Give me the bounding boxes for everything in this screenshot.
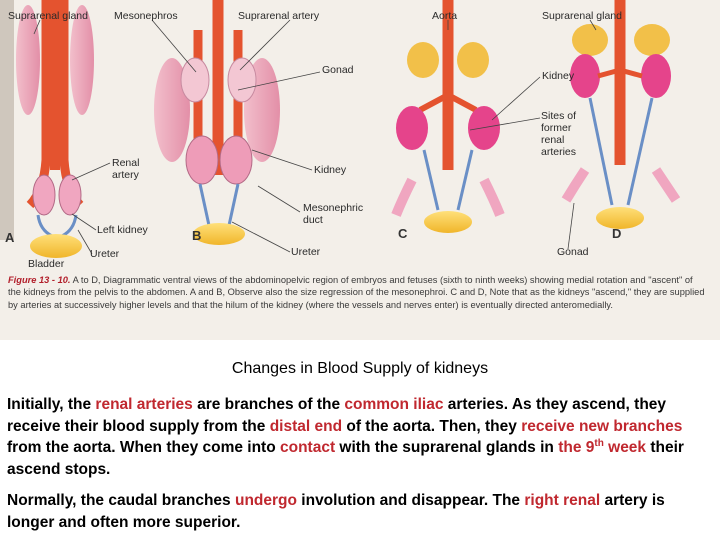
- p1-highlight-contact: contact: [280, 439, 336, 456]
- leader-lines: [33, 19, 597, 255]
- p2-text-1: Normally, the caudal branches: [7, 492, 235, 509]
- label-aorta: Aorta: [432, 10, 458, 22]
- label-bladder: Bladder: [28, 258, 65, 270]
- p1-highlight-distal-end: distal end: [269, 417, 343, 435]
- figure-caption-text: A to D, Diagrammatic ventral views of th…: [8, 275, 705, 310]
- label-mesonephros: Mesonephros: [114, 10, 178, 22]
- label-mesonephric-duct: Mesonephric duct: [303, 202, 364, 226]
- panel-label-d: D: [612, 226, 622, 241]
- p1-text-3: arteries. As they ascend, they receive t…: [7, 396, 667, 435]
- panel-d-drawing: [561, 0, 681, 229]
- panel-label-c: C: [398, 226, 408, 241]
- p1-highlight-common-iliac: common iliac: [344, 396, 444, 413]
- p1-text-6: with the suprarenal glands in: [335, 439, 559, 456]
- panel-a-drawing: [0, 0, 94, 258]
- label-gonad-top: Gonad: [322, 64, 354, 76]
- label-renal-artery: Renal artery: [112, 157, 140, 181]
- p1-text-2: are branches of the: [192, 396, 345, 413]
- p1-text-4: of the aorta. Then, they: [342, 417, 522, 435]
- kidney-ascent-diagram: [0, 0, 681, 258]
- label-sites-of-former-renal-arteries: Sites of former renal arteries: [541, 110, 577, 158]
- label-suprarenal-gland-a: Suprarenal gland: [8, 10, 88, 22]
- p2-text-3: artery is longer and often more superior…: [7, 492, 665, 531]
- panel-label-b: B: [192, 228, 202, 243]
- slide-title: Changes in Blood Supply of kidneys: [231, 360, 489, 377]
- p1-ninth-week-prefix: the 9: [558, 439, 595, 456]
- figure-id: Figure 13 - 10.: [8, 275, 71, 285]
- panel-label-a: A: [5, 230, 15, 245]
- label-ureter-b: Ureter: [291, 246, 321, 258]
- label-left-kidney: Left kidney: [97, 224, 148, 236]
- p1-text-1: Initially, the: [7, 396, 96, 413]
- p2-highlight-undergo: undergo: [234, 492, 297, 509]
- p1-ninth-week-suffix: th: [594, 437, 604, 449]
- paragraph-initial-blood-supply: Initially, the renal arteries are branch…: [7, 394, 713, 480]
- p1-highlight-ninth-week: the 9th week: [558, 437, 647, 456]
- label-kidney-d: Kidney: [542, 70, 575, 82]
- p1-text-5: from the aorta. When they come into: [7, 439, 280, 456]
- label-suprarenal-gland-d: Suprarenal gland: [542, 10, 622, 22]
- embryology-figure: Suprarenal gland Mesonephros Suprarenal …: [0, 0, 720, 340]
- p1-text-7: their ascend stops.: [7, 439, 684, 478]
- paragraph-caudal-branches: Normally, the caudal branches undergo in…: [7, 490, 713, 533]
- panel-c-drawing: [391, 0, 505, 233]
- panel-b-drawing: [154, 0, 280, 245]
- label-suprarenal-artery: Suprarenal artery: [238, 10, 320, 22]
- p2-highlight-right-renal: right renal: [524, 492, 601, 509]
- label-kidney-b: Kidney: [314, 164, 347, 176]
- figure-caption: Figure 13 - 10. A to D, Diagrammatic ven…: [8, 274, 708, 311]
- p2-text-2: involution and disappear. The: [296, 492, 525, 509]
- p1-highlight-new-branches: receive new branches: [521, 417, 683, 435]
- p1-ninth-week-word: week: [603, 439, 647, 456]
- label-ureter-a: Ureter: [90, 248, 120, 260]
- p1-highlight-renal-arteries: renal arteries: [95, 396, 193, 413]
- label-gonad-bottom: Gonad: [557, 246, 589, 258]
